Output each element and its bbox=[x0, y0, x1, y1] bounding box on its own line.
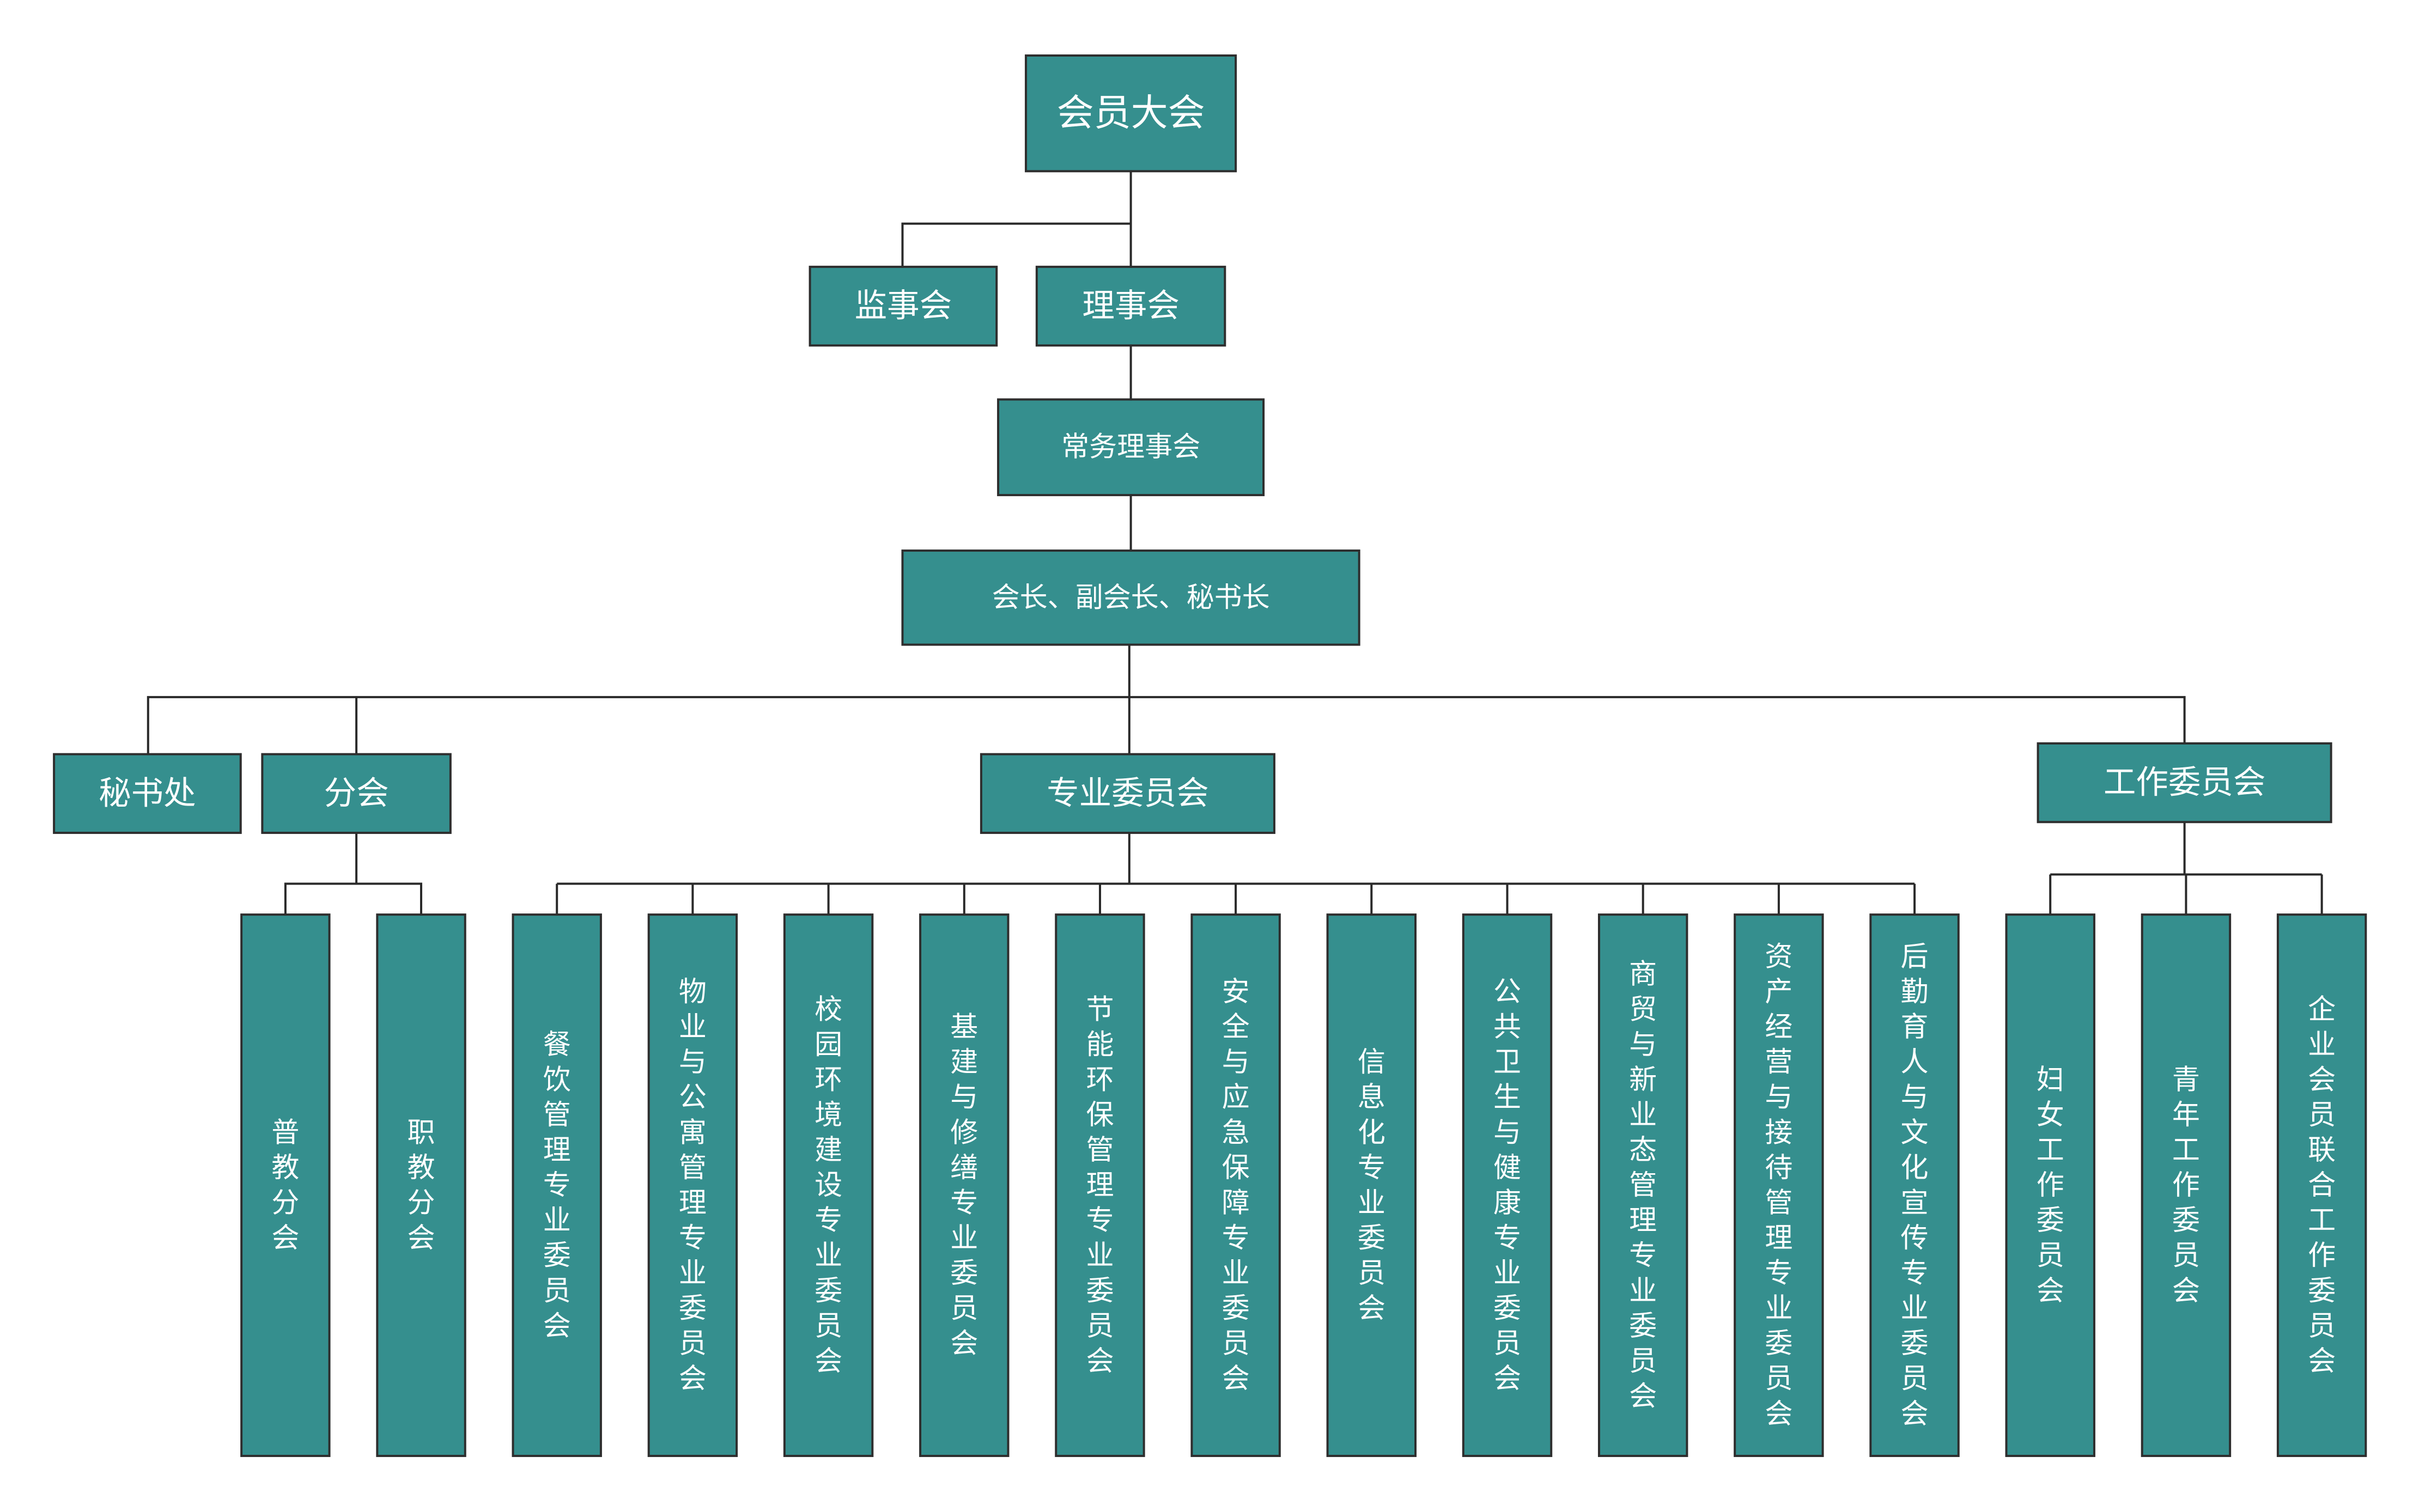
professional-committee-11: 后勤育人与文化宣传专业委员会 bbox=[1869, 913, 1960, 1458]
secretariat-box bbox=[53, 753, 242, 834]
professional-committee-6-box bbox=[1190, 913, 1281, 1458]
professional-committee-11-box bbox=[1869, 913, 1960, 1458]
professional-committee-6-label: 安全与应急保障专业委员会 bbox=[1222, 976, 1250, 1395]
edge-root-supervisory bbox=[901, 222, 1131, 267]
professional-committee-7-box bbox=[1326, 913, 1417, 1458]
professional-committee-2: 物业与公寓管理专业委员会 bbox=[647, 913, 738, 1458]
professional-committee-7-label: 信息化专业委员会 bbox=[1358, 1046, 1385, 1325]
working-committees: 工作委员会 bbox=[2037, 742, 2332, 824]
professional-committees-box bbox=[980, 753, 1275, 834]
root-member-assembly-label: 会员大会 bbox=[1057, 92, 1205, 135]
leadership-label: 会长、副会长、秘书长 bbox=[992, 582, 1270, 614]
branch-1-label: 普教分会 bbox=[271, 1117, 299, 1254]
supervisory-board: 监事会 bbox=[809, 265, 998, 347]
professional-committee-10: 资产经营与接待管理专业委员会 bbox=[1734, 913, 1824, 1458]
professional-committee-4-label: 基建与修缮专业委员会 bbox=[950, 1011, 978, 1359]
professional-committee-4-box bbox=[919, 913, 1010, 1458]
professional-committee-2-box bbox=[647, 913, 738, 1458]
leadership: 会长、副会长、秘书长 bbox=[901, 549, 1360, 646]
connector-lines bbox=[147, 171, 2323, 915]
branch-2: 职教分会 bbox=[376, 913, 466, 1458]
professional-committee-7: 信息化专业委员会 bbox=[1326, 913, 1417, 1458]
branch-2-label: 职教分会 bbox=[408, 1117, 435, 1254]
professional-committee-9-box bbox=[1597, 913, 1688, 1458]
professional-committee-2-label: 物业与公寓管理专业委员会 bbox=[679, 976, 707, 1395]
professional-committee-11-label: 后勤育人与文化宣传专业委员会 bbox=[1901, 941, 1929, 1430]
working-committees-box bbox=[2037, 742, 2332, 824]
council-label: 理事会 bbox=[1082, 288, 1180, 325]
working-committee-2-box bbox=[2141, 913, 2232, 1458]
professional-committee-3-box bbox=[783, 913, 874, 1458]
standing-council-label: 常务理事会 bbox=[1061, 431, 1200, 464]
branches: 分会 bbox=[261, 753, 452, 834]
council: 理事会 bbox=[1035, 265, 1226, 347]
working-committee-2: 青年工作委员会 bbox=[2141, 913, 2232, 1458]
professional-committee-8-box bbox=[1462, 913, 1553, 1458]
working-committee-1: 妇女工作委员会 bbox=[2005, 913, 2095, 1458]
root-member-assembly-box bbox=[1025, 54, 1237, 173]
standing-council: 常务理事会 bbox=[997, 398, 1265, 496]
professional-committee-5-label: 节能环保管理专业委员会 bbox=[1086, 993, 1114, 1377]
professional-committee-3-label: 校园环境建设专业委员会 bbox=[815, 993, 842, 1377]
leadership-box bbox=[901, 549, 1360, 646]
professional-committee-1-label: 餐饮管理专业委员会 bbox=[543, 1028, 571, 1342]
branch-1: 普教分会 bbox=[240, 913, 331, 1458]
working-committee-1-box bbox=[2005, 913, 2095, 1458]
professional-committee-3: 校园环境建设专业委员会 bbox=[783, 913, 874, 1458]
edge-branches-bus bbox=[284, 882, 422, 915]
professional-committee-8: 公共卫生与健康专业委员会 bbox=[1462, 913, 1553, 1458]
professional-committee-10-box bbox=[1734, 913, 1824, 1458]
root-member-assembly: 会员大会 bbox=[1025, 54, 1237, 173]
branch-2-box bbox=[376, 913, 466, 1458]
secretariat-label: 秘书处 bbox=[99, 775, 196, 812]
secretariat: 秘书处 bbox=[53, 753, 242, 834]
supervisory-board-box bbox=[809, 265, 998, 347]
professional-committee-9-label: 商贸与新业态管理专业委员会 bbox=[1629, 958, 1657, 1412]
professional-committee-4: 基建与修缮专业委员会 bbox=[919, 913, 1010, 1458]
working-committee-3-label: 企业会员联合工作委员会 bbox=[2308, 993, 2336, 1377]
edge-leadership-bus bbox=[147, 696, 2186, 754]
branch-1-box bbox=[240, 913, 331, 1458]
professional-committees-label: 专业委员会 bbox=[1047, 775, 1209, 812]
professional-committee-6: 安全与应急保障专业委员会 bbox=[1190, 913, 1281, 1458]
working-committee-2-label: 青年工作委员会 bbox=[2172, 1064, 2200, 1307]
working-committee-3-box bbox=[2276, 913, 2367, 1458]
professional-committee-9: 商贸与新业态管理专业委员会 bbox=[1597, 913, 1688, 1458]
working-committees-label: 工作委员会 bbox=[2104, 764, 2266, 802]
professional-committee-8-label: 公共卫生与健康专业委员会 bbox=[1493, 976, 1521, 1395]
working-committee-1-label: 妇女工作委员会 bbox=[2037, 1064, 2064, 1307]
professional-committee-1-box bbox=[512, 913, 602, 1458]
supervisory-board-label: 监事会 bbox=[855, 288, 952, 325]
council-box bbox=[1035, 265, 1226, 347]
professional-committee-10-label: 资产经营与接待管理专业委员会 bbox=[1765, 941, 1792, 1430]
branches-label: 分会 bbox=[324, 775, 389, 812]
professional-committee-5-box bbox=[1055, 913, 1145, 1458]
professional-committees: 专业委员会 bbox=[980, 753, 1275, 834]
working-committee-3: 企业会员联合工作委员会 bbox=[2276, 913, 2367, 1458]
professional-committee-1: 餐饮管理专业委员会 bbox=[512, 913, 602, 1458]
standing-council-box bbox=[997, 398, 1265, 496]
professional-committee-5: 节能环保管理专业委员会 bbox=[1055, 913, 1145, 1458]
branches-box bbox=[261, 753, 452, 834]
